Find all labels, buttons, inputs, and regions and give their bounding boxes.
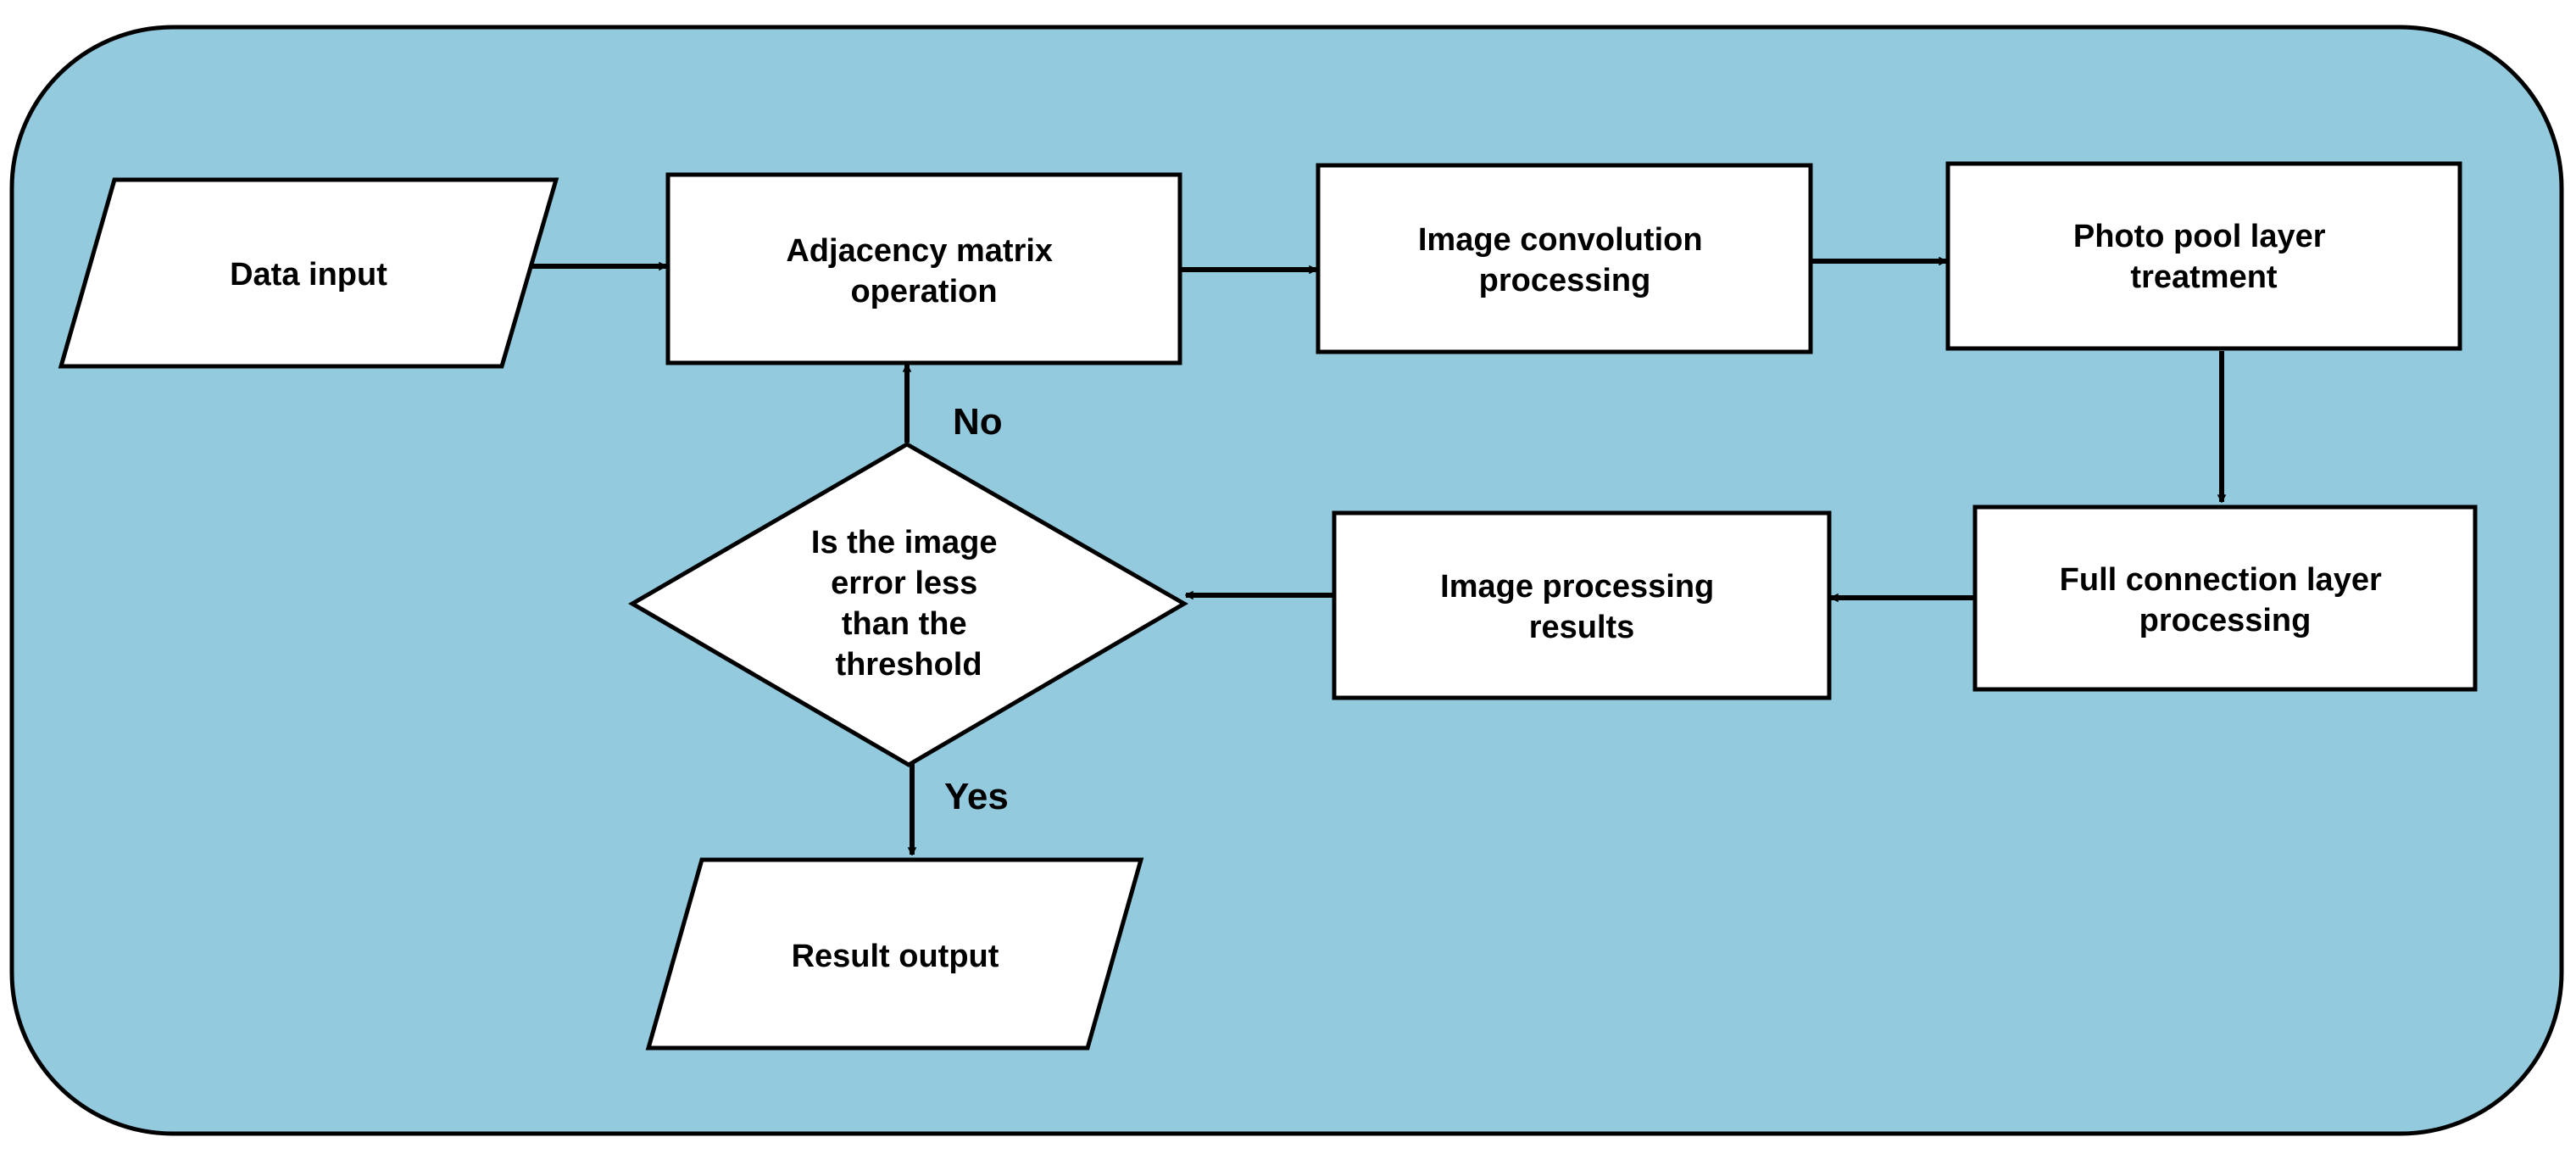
decision-label: Is the image error less than the thresho… [811, 525, 1006, 683]
adjacency-matrix-label: Adjacency matrix operation [786, 233, 1061, 309]
image-processing-results-label: Image processing results [1440, 569, 1723, 645]
edge-label-no: No [953, 401, 1003, 443]
edges [532, 261, 2222, 855]
image-convolution-node: Image convolution processing [1316, 163, 1813, 354]
image-convolution-label: Image convolution processing [1418, 222, 1711, 298]
image-processing-results-node: Image processing results [1332, 510, 1832, 700]
data-input-node: Data input [58, 177, 559, 369]
result-output-node: Result output [645, 857, 1144, 1051]
photo-pool-node: Photo pool layer treatment [1945, 161, 2462, 351]
decision-node: Is the image error less than the thresho… [628, 442, 1188, 767]
result-output-label: Result output [792, 939, 999, 974]
photo-pool-label: Photo pool layer treatment [2073, 219, 2334, 295]
adjacency-matrix-node: Adjacency matrix operation [665, 172, 1182, 365]
data-input-label: Data input [230, 257, 387, 293]
full-connection-label: Full connection layer processing [2060, 562, 2391, 638]
edge-label-yes: Yes [944, 776, 1009, 817]
full-connection-node: Full connection layer processing [1972, 504, 2478, 692]
diagram-background-panel [9, 25, 2564, 1136]
